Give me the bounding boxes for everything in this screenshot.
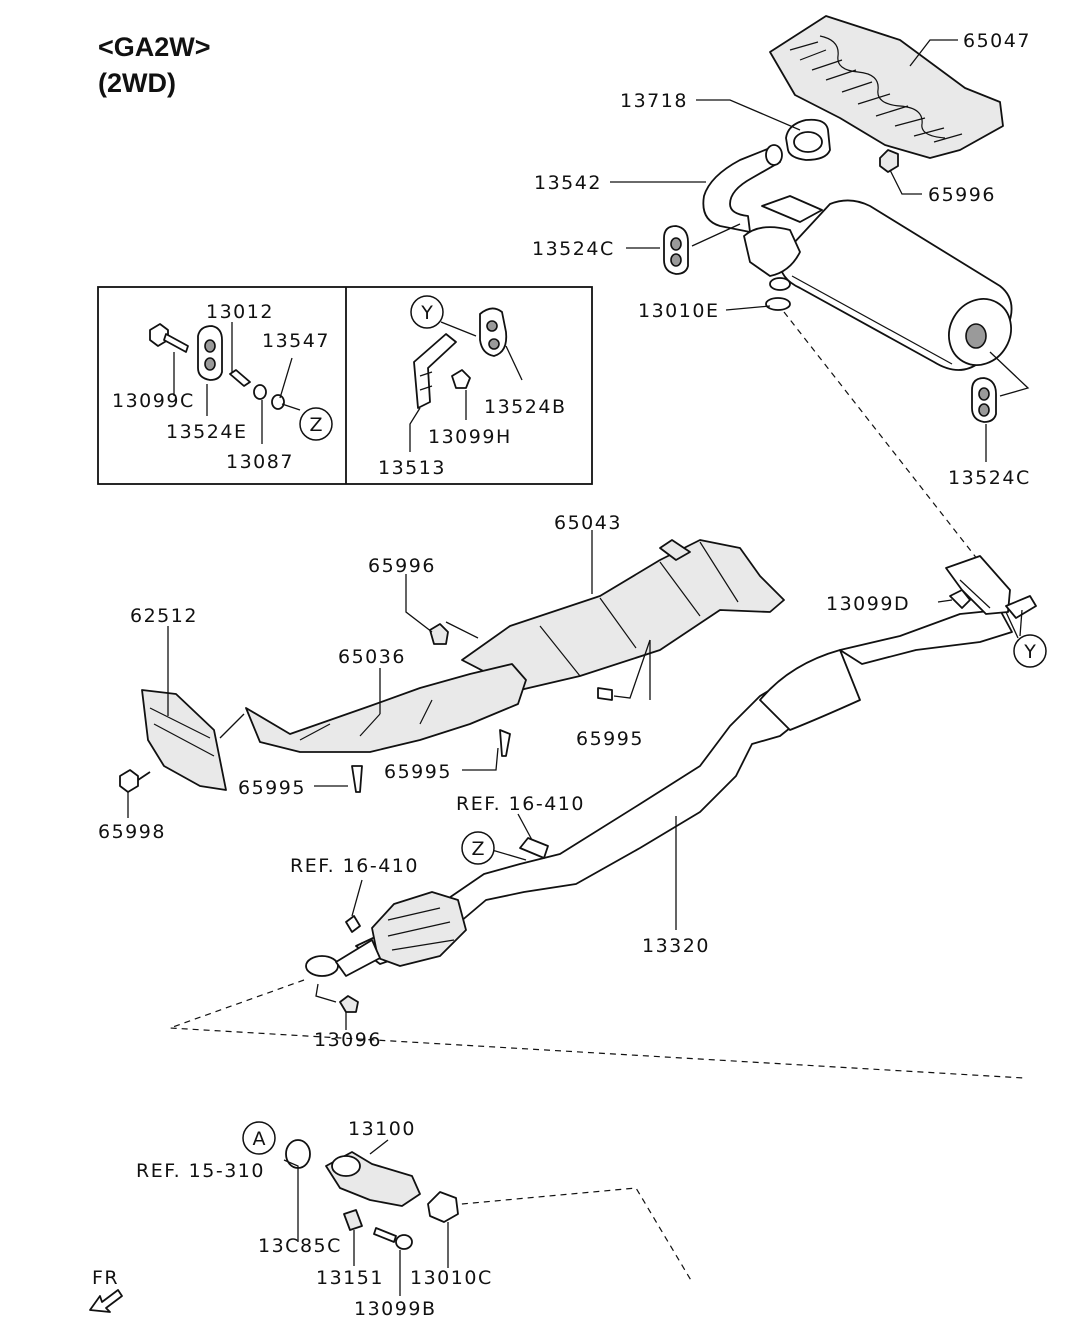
washer-13087 [253, 384, 267, 400]
label-13524c-right: 13524C [948, 467, 1031, 489]
marker-y-pipe [1013, 634, 1047, 668]
bracket-13513 [413, 333, 457, 409]
tail-pipe [702, 144, 783, 233]
ref-sensor-16-410 [345, 915, 361, 933]
label-13099d: 13099D [826, 593, 910, 615]
label-65996-top: 65996 [928, 184, 996, 206]
hanger-13524b [479, 307, 508, 357]
main-muffler [743, 195, 1013, 371]
label-65036: 65036 [338, 646, 406, 668]
label-ref-16-410-upper: REF. 16-410 [456, 793, 585, 815]
drive-type: (2WD) [98, 68, 176, 98]
marker-y-pipe-label: Y [1023, 641, 1036, 663]
detail-box [97, 286, 593, 485]
label-13320: 13320 [642, 935, 710, 957]
label-ref-16-410-lower: REF. 16-410 [290, 855, 419, 877]
exhaust-manifold-13100 [325, 1151, 421, 1207]
label-13099h: 13099H [428, 426, 512, 448]
front-arrow-label: FR [92, 1267, 119, 1289]
label-13012: 13012 [206, 301, 274, 323]
label-13718: 13718 [620, 90, 688, 112]
gasket-13010c [427, 1191, 459, 1223]
marker-z-pipe [461, 831, 495, 865]
label-13099c: 13099C [112, 390, 195, 412]
model-code: <GA2W> [98, 32, 211, 62]
label-65043: 65043 [554, 512, 622, 534]
ref-bracket-16-410 [519, 837, 549, 859]
clip-65995-a [351, 765, 363, 793]
catalytic-converter [305, 891, 467, 977]
heat-protector-62512 [141, 689, 227, 791]
label-13542: 13542 [534, 172, 602, 194]
bolt-13099b [373, 1227, 397, 1243]
label-65995-center: 65995 [384, 761, 452, 783]
heat-protector-center [461, 539, 785, 691]
gasket-13085c [285, 1139, 311, 1169]
marker-y-detail [410, 295, 444, 329]
bolt-13099c [149, 323, 189, 353]
label-65996-center: 65996 [368, 555, 436, 577]
label-ref-15-310: REF. 15-310 [136, 1160, 265, 1182]
label-13085c: 13C85C [258, 1235, 342, 1257]
bolt-65998 [119, 769, 139, 793]
bolt-13099d [949, 589, 971, 609]
label-13087: 13087 [226, 451, 294, 473]
marker-a-label: A [253, 1128, 266, 1150]
bolt-65998-shaft [137, 771, 151, 781]
label-13151: 13151 [316, 1267, 384, 1289]
gasket-13010e [765, 297, 791, 311]
nut-65996-top [879, 149, 899, 173]
stud-13151 [343, 1209, 363, 1231]
clip-65995-b [499, 729, 511, 757]
label-13513: 13513 [378, 457, 446, 479]
nut-13096 [339, 995, 359, 1013]
marker-a [242, 1121, 276, 1155]
label-13100: 13100 [348, 1118, 416, 1140]
bolt-13099h [451, 369, 471, 389]
label-13010c: 13010C [410, 1267, 493, 1289]
label-13524b: 13524B [484, 396, 566, 418]
label-65047: 65047 [963, 30, 1031, 52]
marker-y-detail-label: Y [420, 302, 433, 324]
hanger-13524e [197, 325, 223, 381]
label-65995-left: 65995 [238, 777, 306, 799]
label-13524c-left: 13524C [532, 238, 615, 260]
hanger-13524c-right [971, 377, 997, 423]
ring-13547 [271, 394, 285, 410]
marker-z-detail-label: Z [309, 414, 322, 436]
pin-13012 [229, 369, 251, 387]
label-13096: 13096 [314, 1029, 382, 1051]
label-65995-right: 65995 [576, 728, 644, 750]
marker-z-pipe-label: Z [471, 838, 484, 860]
nut-65996-center [429, 623, 449, 645]
label-13099b: 13099B [354, 1298, 436, 1320]
clip-65995-c [597, 687, 613, 701]
label-13547: 13547 [262, 330, 330, 352]
label-65998: 65998 [98, 821, 166, 843]
label-13524e: 13524E [166, 421, 247, 443]
hanger-13524c-left [663, 225, 689, 275]
label-62512: 62512 [130, 605, 198, 627]
label-13010e: 13010E [638, 300, 719, 322]
heat-protector-rear [769, 15, 1004, 159]
front-arrow-icon [89, 1289, 123, 1313]
heat-protector-front [245, 663, 527, 753]
marker-z-detail [299, 407, 333, 441]
exhaust-tip-rubber [785, 118, 831, 161]
